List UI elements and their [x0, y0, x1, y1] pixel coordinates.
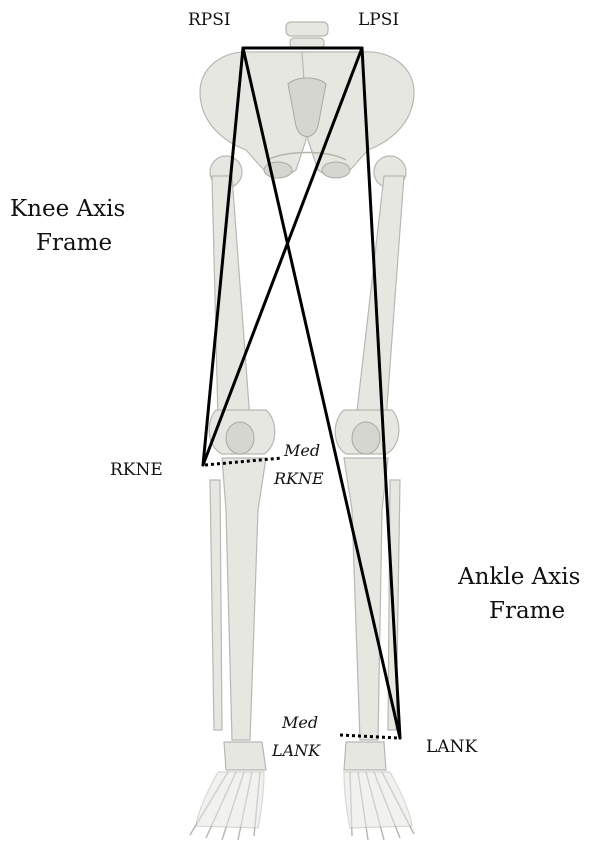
right-foot [190, 742, 266, 840]
knee-frame-title-line1: Knee Axis [10, 196, 125, 222]
lumbar-vertebra [286, 22, 328, 48]
ankle-frame-title-line1: Ankle Axis [457, 564, 580, 590]
left-patella [352, 422, 380, 454]
label-med-rkne-line2: RKNE [273, 469, 324, 488]
label-lpsi: LPSI [358, 10, 399, 30]
right-shank [210, 458, 266, 740]
label-rkne: RKNE [110, 460, 163, 480]
label-med-rkne-line1: Med [283, 441, 320, 460]
left-foot [344, 742, 414, 840]
label-med-lank-line2: LANK [271, 741, 321, 760]
label-rpsi: RPSI [188, 10, 231, 30]
knee-frame-title-line2: Frame [36, 230, 112, 256]
right-patella [226, 422, 254, 454]
label-lank: LANK [426, 737, 477, 757]
ankle-frame-title-line2: Frame [489, 598, 565, 624]
label-med-lank-line1: Med [281, 713, 318, 732]
frame-labels: Knee Axis Frame Ankle Axis Frame [10, 196, 580, 624]
